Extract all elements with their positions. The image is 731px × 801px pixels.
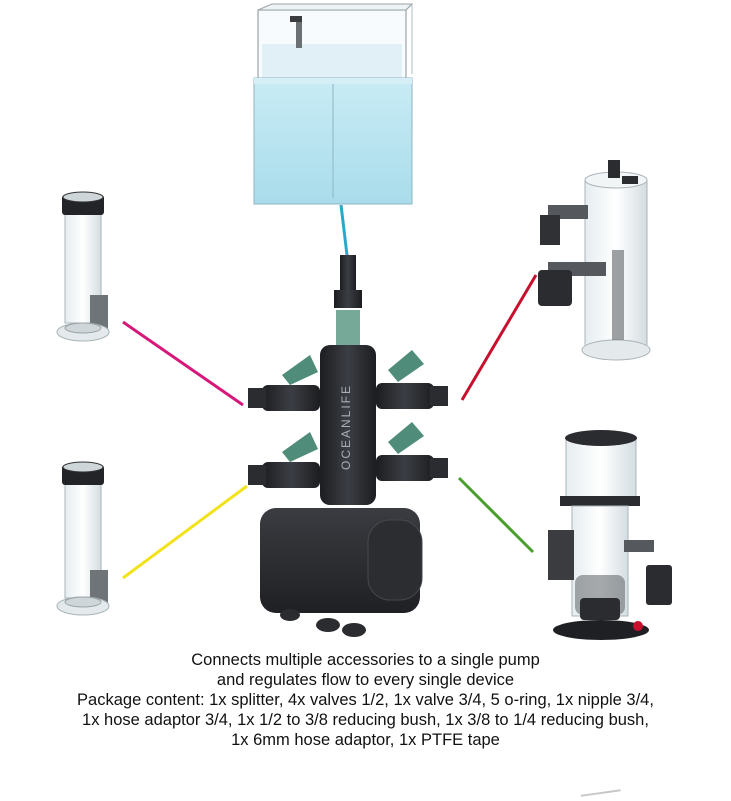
corner-decoration bbox=[580, 789, 622, 801]
caption-line-2: and regulates flow to every single devic… bbox=[216, 671, 515, 689]
bottom-left-reactor-icon bbox=[56, 461, 110, 616]
caption-line-5: 1x 6mm hose adaptor, 1x PTFE tape bbox=[231, 731, 500, 749]
product-illustration: OCEANLIFE bbox=[56, 3, 672, 640]
top-right-reactor-connector-line bbox=[460, 274, 538, 401]
aquarium-icon bbox=[253, 3, 414, 205]
caption-line-3: Package content: 1x splitter, 4x valves … bbox=[77, 691, 654, 709]
top-right-reactor-icon bbox=[538, 160, 651, 361]
splitter-brand-text: OCEANLIFE bbox=[339, 384, 353, 470]
top-left-reactor-connector-line bbox=[122, 320, 244, 407]
bottom-left-reactor-connector-line bbox=[122, 484, 248, 580]
caption-line-1: Connects multiple accessories to a singl… bbox=[191, 651, 540, 669]
product-caption: Connects multiple accessories to a singl… bbox=[0, 650, 731, 750]
caption-line-4: 1x hose adaptor 3/4, 1x 1/2 to 3/8 reduc… bbox=[82, 711, 649, 729]
flow-splitter-icon: OCEANLIFE bbox=[248, 255, 448, 637]
aquarium-connector-line bbox=[339, 204, 349, 256]
skimmer-connector-line bbox=[457, 476, 535, 554]
protein-skimmer-icon bbox=[548, 430, 672, 640]
top-left-reactor-icon bbox=[56, 191, 110, 342]
